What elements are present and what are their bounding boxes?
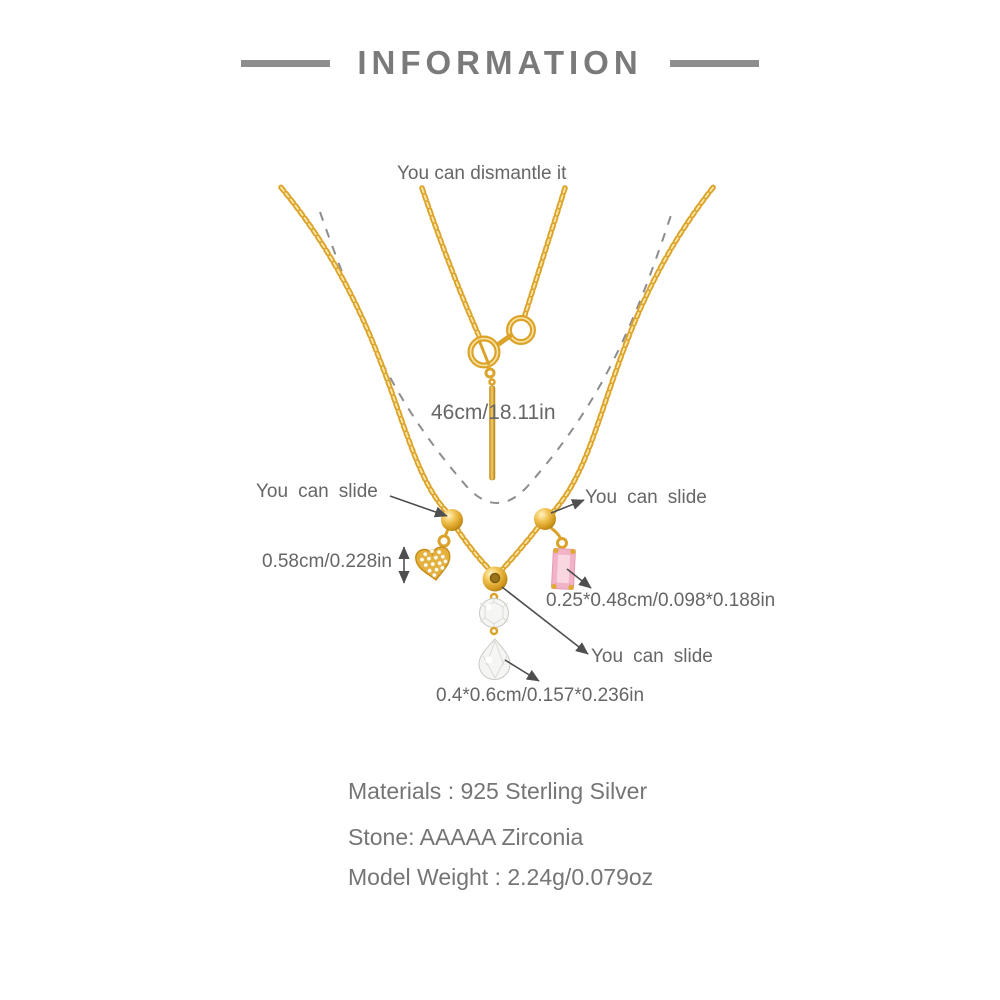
arrow-slide-right [550,499,585,514]
drop-crystal-pendant [478,592,511,680]
heart-pendant [415,528,451,581]
label-slide-center: You can slide [591,646,713,667]
spec-weight: Model Weight : 2.24g/0.079oz [348,864,654,890]
label-baguette-size: 0.25*0.48cm/0.098*0.188in [546,590,776,611]
label-drop-size: 0.4*0.6cm/0.157*0.236in [436,685,645,706]
label-slide-right: You can slide [585,487,707,508]
pink-baguette-pendant [550,526,576,590]
necklace-chain [276,182,718,575]
slider-bead-left [441,509,463,531]
spec-materials: Materials : 925 Sterling Silver [348,778,648,804]
section-title: INFORMATION [357,44,643,81]
slider-bar-pendant [489,385,496,481]
arrow-slide-left [389,495,448,518]
label-chain-length: 46cm/18.11in [431,401,556,424]
annotation-arrows [389,495,592,682]
clasp [467,315,536,481]
label-dismantle: You can dismantle it [397,163,567,184]
arrow-baguette-size [566,568,592,589]
label-heart-size: 0.58cm/0.228in [262,551,392,572]
arrow-drop-size [504,659,540,682]
label-slide-left: You can slide [256,481,378,502]
slider-beads [441,508,556,592]
section-header: INFORMATION [0,44,1000,82]
header-right-rule [669,59,759,67]
slider-bead-right [534,508,556,530]
header-left-rule [241,59,331,67]
spec-stone: Stone: AAAAA Zirconia [348,824,584,850]
arrow-slide-center [501,586,589,655]
